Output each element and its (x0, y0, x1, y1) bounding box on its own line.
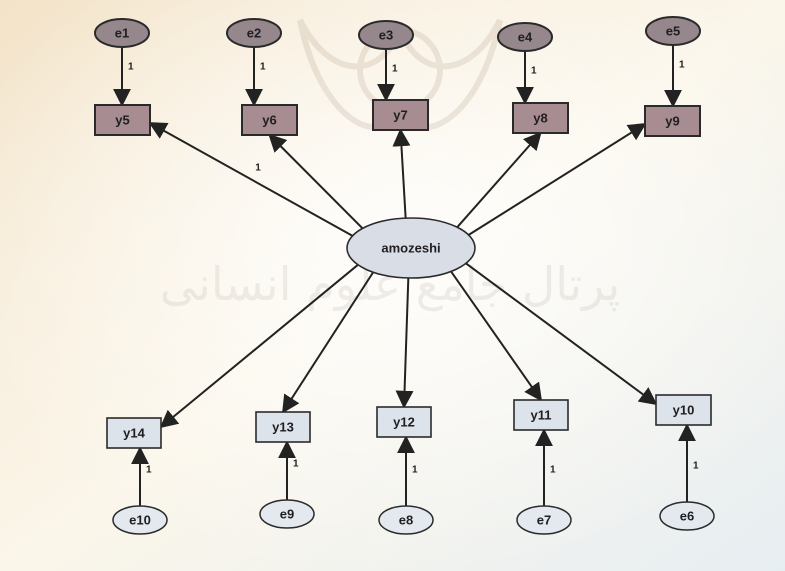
error-term-label: e6 (680, 509, 694, 524)
error-term-label: e10 (129, 513, 151, 528)
latent-variable-ellipse (346, 217, 476, 279)
indicator-box (372, 99, 429, 131)
indicator-box (255, 411, 311, 443)
error-term-ellipse (358, 20, 414, 50)
loading-arrow-y11 (448, 268, 543, 402)
indicator-box (241, 104, 298, 136)
error-term-label: e8 (399, 513, 413, 528)
loading-arrow-y14 (159, 261, 362, 429)
latent-variable-label: amozeshi (381, 241, 440, 256)
error-weight-label: 1 (392, 64, 398, 75)
loading-arrow-y6 (268, 133, 366, 232)
indicator-label: y7 (393, 108, 407, 123)
indicator-label: y11 (531, 408, 552, 423)
error-term-label: e5 (666, 24, 680, 39)
loading-arrow-y5 (148, 122, 357, 239)
error-term-label: e4 (518, 30, 533, 45)
indicator-label: y6 (262, 113, 276, 128)
error-term-ellipse (497, 22, 553, 52)
error-term-label: e7 (537, 513, 551, 528)
indicator-label: y14 (123, 426, 145, 441)
indicator-label: y8 (533, 111, 547, 126)
error-term-label: e3 (379, 28, 393, 43)
error-term-ellipse (259, 499, 315, 529)
indicator-box (106, 417, 162, 449)
loading-arrow-y9 (464, 123, 647, 238)
error-term-ellipse (516, 505, 572, 535)
indicator-box (376, 406, 432, 438)
error-weight-label: 1 (293, 459, 299, 470)
error-term-ellipse (94, 18, 150, 48)
error-term-label: e9 (280, 507, 294, 522)
fixed-loading-label: 1 (255, 163, 261, 174)
loading-arrow-y7 (392, 128, 411, 221)
error-weight-label: 1 (550, 465, 556, 476)
error-term-ellipse (659, 501, 715, 531)
error-term-ellipse (378, 505, 434, 535)
error-term-ellipse (226, 18, 282, 48)
error-term-ellipse (112, 505, 168, 535)
indicator-label: y10 (673, 403, 695, 418)
loading-arrow-y8 (454, 131, 542, 231)
indicator-box (513, 399, 569, 431)
loading-arrow-y12 (395, 275, 414, 409)
error-weight-label: 1 (146, 465, 152, 476)
error-weight-label: 1 (128, 62, 134, 73)
error-term-label: e1 (115, 26, 129, 41)
indicator-label: y13 (272, 420, 294, 435)
error-weight-label: 1 (693, 461, 699, 472)
indicator-label: y9 (665, 114, 679, 129)
indicator-label: y5 (115, 113, 129, 128)
error-weight-label: 1 (412, 465, 418, 476)
nodes-layer: 1 1 1 1 1 1 1 1 1 1 1 amozeshi y5 e1 y6 e2 y7 e3 y8 e4 y9 e5 y… (94, 16, 715, 535)
indicator-box (512, 102, 569, 134)
indicator-box (655, 394, 712, 426)
error-term-label: e2 (247, 26, 261, 41)
error-weight-label: 1 (260, 62, 266, 73)
loading-arrow-y10 (462, 260, 658, 406)
indicator-label: y12 (393, 415, 415, 430)
error-weight-label: 1 (531, 66, 537, 77)
indicator-box (94, 104, 151, 136)
arrows-layer (113, 45, 696, 506)
indicator-box (644, 105, 701, 137)
error-weight-label: 1 (679, 60, 685, 71)
error-term-ellipse (645, 16, 701, 46)
loading-arrow-y13 (282, 269, 376, 414)
